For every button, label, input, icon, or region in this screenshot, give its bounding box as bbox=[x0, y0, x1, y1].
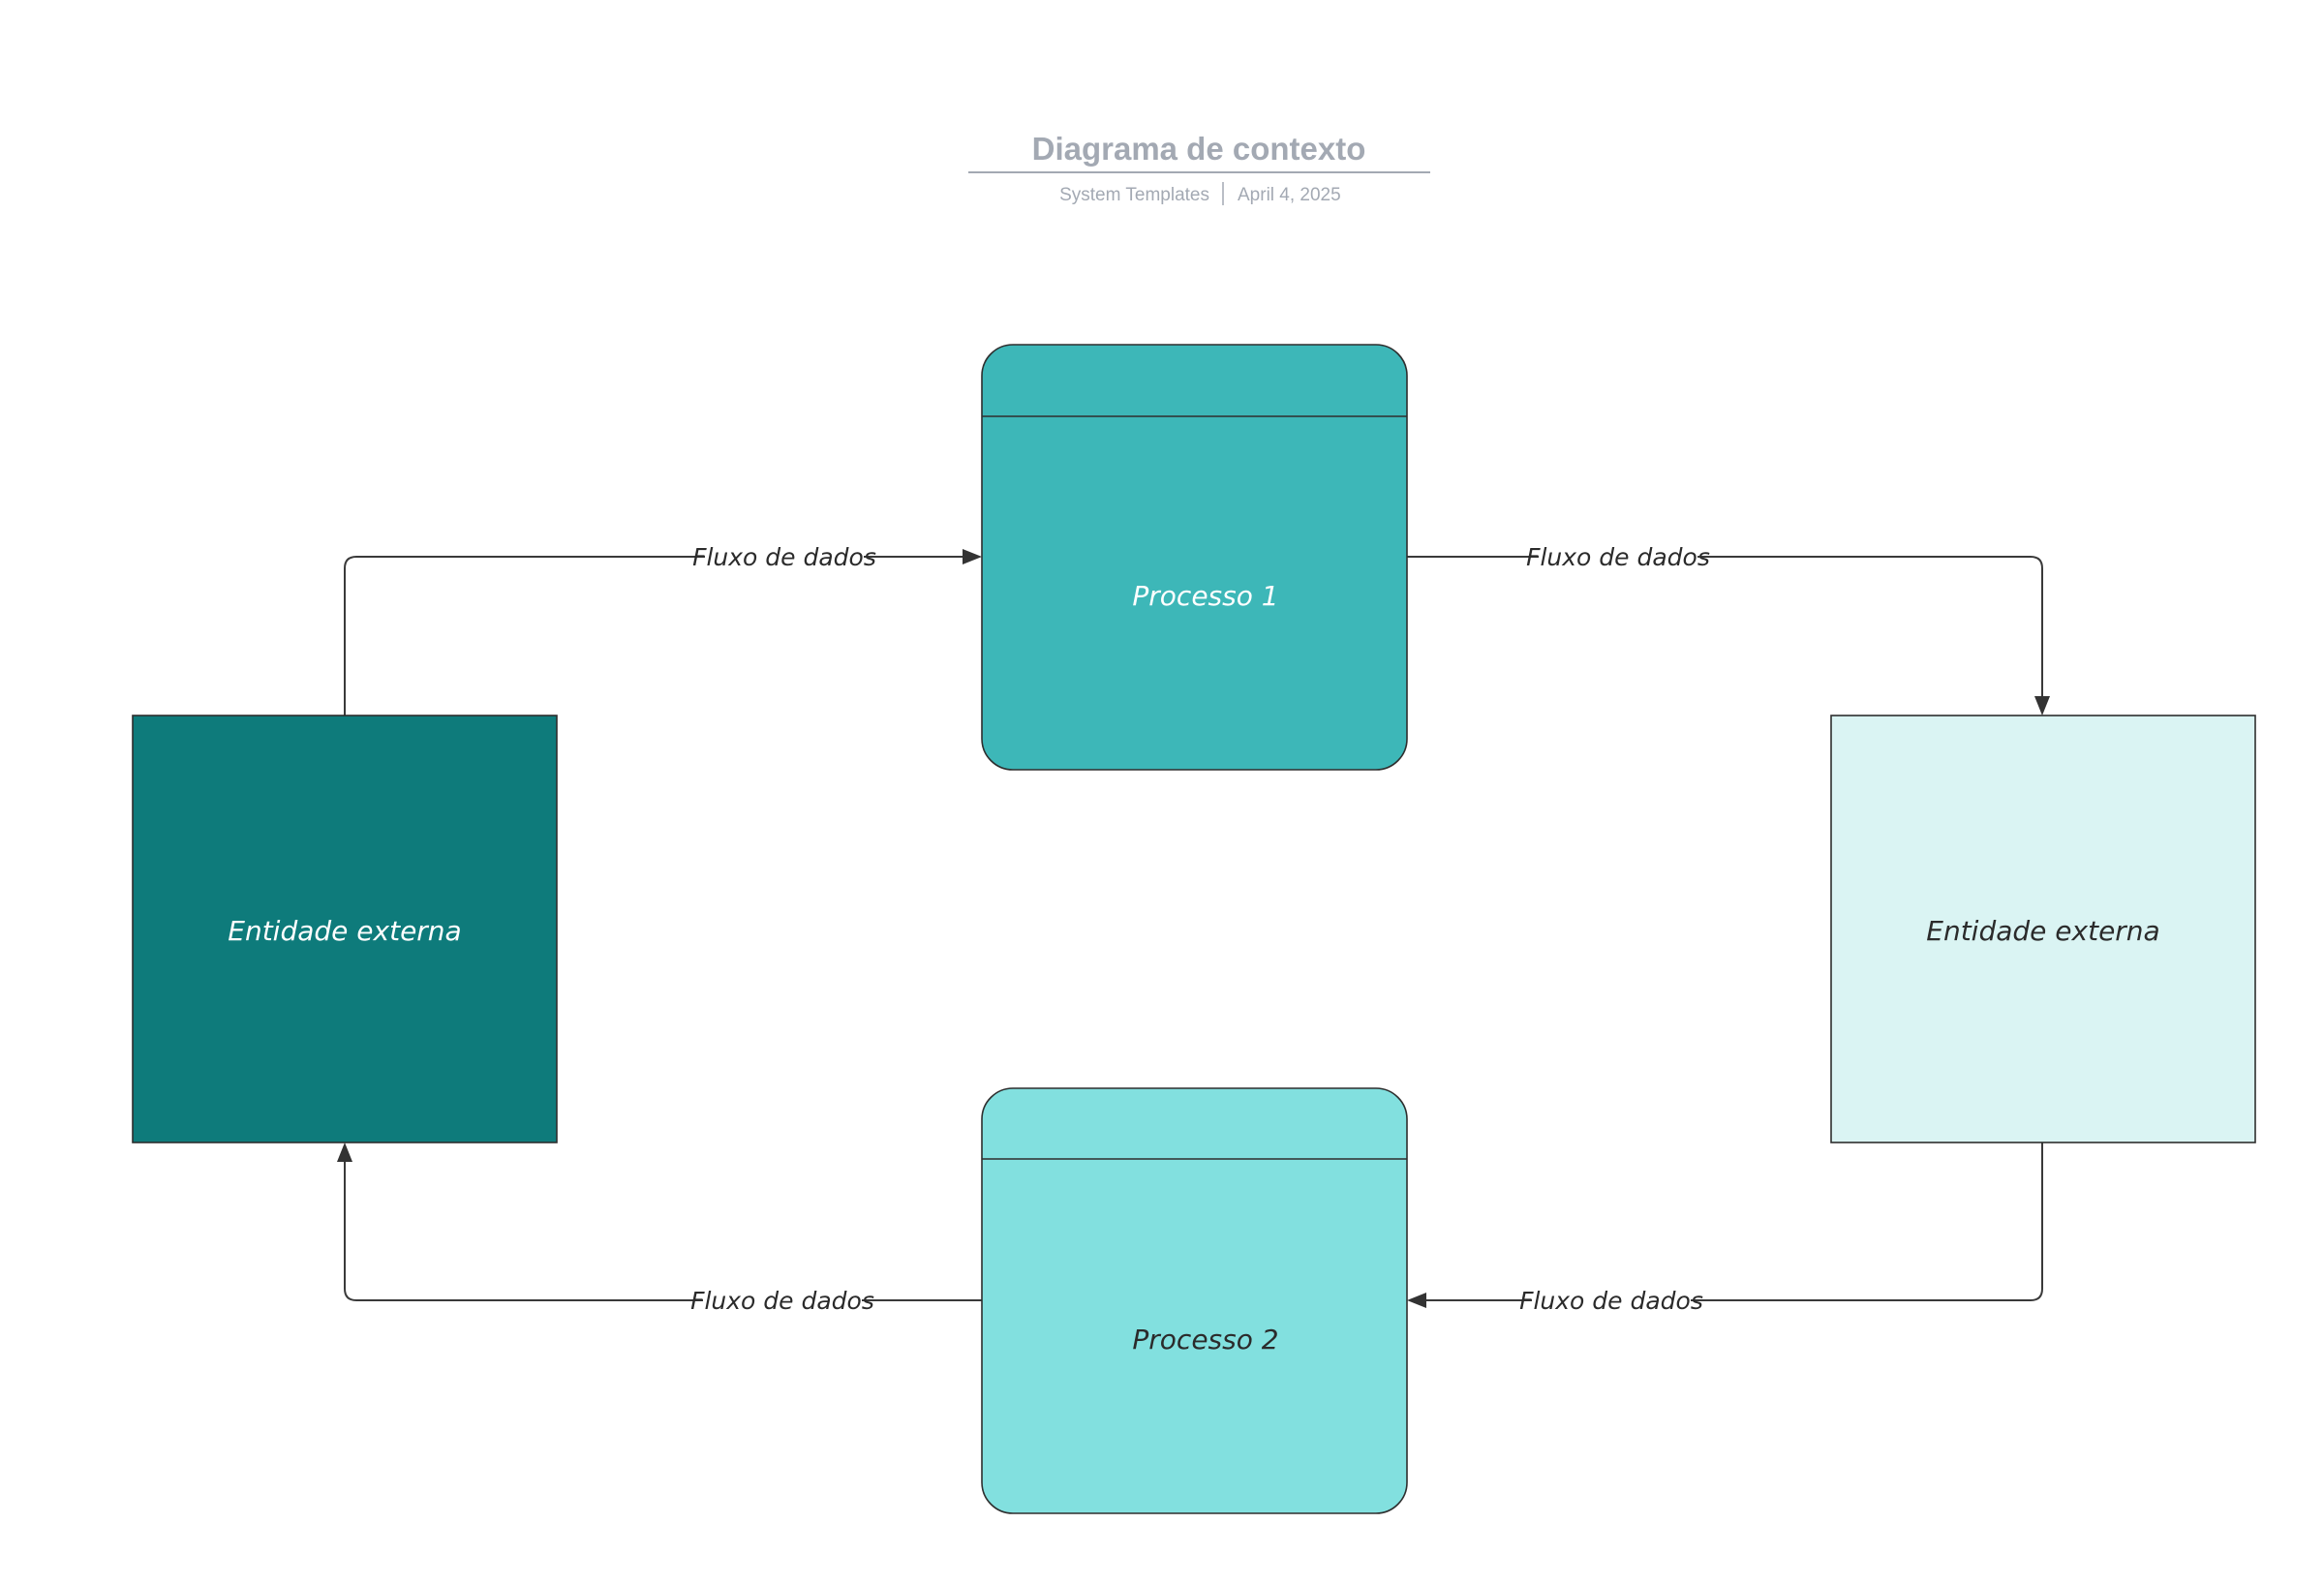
arrowhead-left-entity bbox=[337, 1142, 352, 1162]
edges bbox=[337, 549, 2050, 1308]
edge-label-bg bbox=[1539, 540, 1697, 573]
edge-label-left-to-process-1[interactable]: Fluxo de dados bbox=[692, 543, 876, 571]
arrowhead-process-2 bbox=[1407, 1293, 1426, 1308]
edge-label-bg bbox=[703, 1284, 862, 1317]
process-2-body bbox=[981, 1087, 1408, 1514]
edge-left-to-process-1[interactable] bbox=[344, 556, 963, 716]
process-2-label: Processo 2 bbox=[1132, 1324, 1278, 1356]
external-entity-left[interactable]: Entidade externa bbox=[132, 715, 558, 1143]
edge-label-right-to-process-2[interactable]: Fluxo de dados bbox=[1519, 1287, 1703, 1315]
process-1-node[interactable]: Processo 1 bbox=[981, 344, 1408, 771]
subtitle-date: April 4, 2025 bbox=[1238, 185, 1341, 205]
external-entity-right[interactable]: Entidade externa bbox=[1830, 715, 2256, 1143]
edge-label-process-2-to-left[interactable]: Fluxo de dados bbox=[690, 1287, 874, 1315]
process-1-label: Processo 1 bbox=[1132, 580, 1278, 612]
external-entity-right-label: Entidade externa bbox=[1926, 915, 2159, 947]
arrowhead-right-entity bbox=[2034, 696, 2050, 716]
edge-right-to-process-2[interactable] bbox=[1426, 1142, 2043, 1301]
process-2-node[interactable]: Processo 2 bbox=[981, 1087, 1408, 1514]
edge-process-2-to-left[interactable] bbox=[344, 1162, 982, 1301]
diagram-title: Diagrama de contexto bbox=[1032, 131, 1366, 167]
edge-label-process-1-to-right[interactable]: Fluxo de dados bbox=[1526, 543, 1710, 571]
arrowhead-process-1 bbox=[963, 549, 982, 564]
external-entity-right-box bbox=[1830, 715, 2256, 1143]
external-entity-left-label: Entidade externa bbox=[228, 915, 461, 947]
external-entity-left-box bbox=[132, 715, 558, 1143]
diagram-header: Diagrama de contexto System Templates Ap… bbox=[968, 131, 1430, 205]
process-1-body bbox=[981, 344, 1408, 771]
edge-label-bg bbox=[705, 540, 864, 573]
edge-process-1-to-right[interactable] bbox=[1407, 556, 2043, 696]
subtitle-source: System Templates bbox=[1059, 185, 1209, 205]
edge-label-bg bbox=[1532, 1284, 1691, 1317]
edge-labels: Fluxo de dados Fluxo de dados Fluxo de d… bbox=[690, 540, 1710, 1317]
